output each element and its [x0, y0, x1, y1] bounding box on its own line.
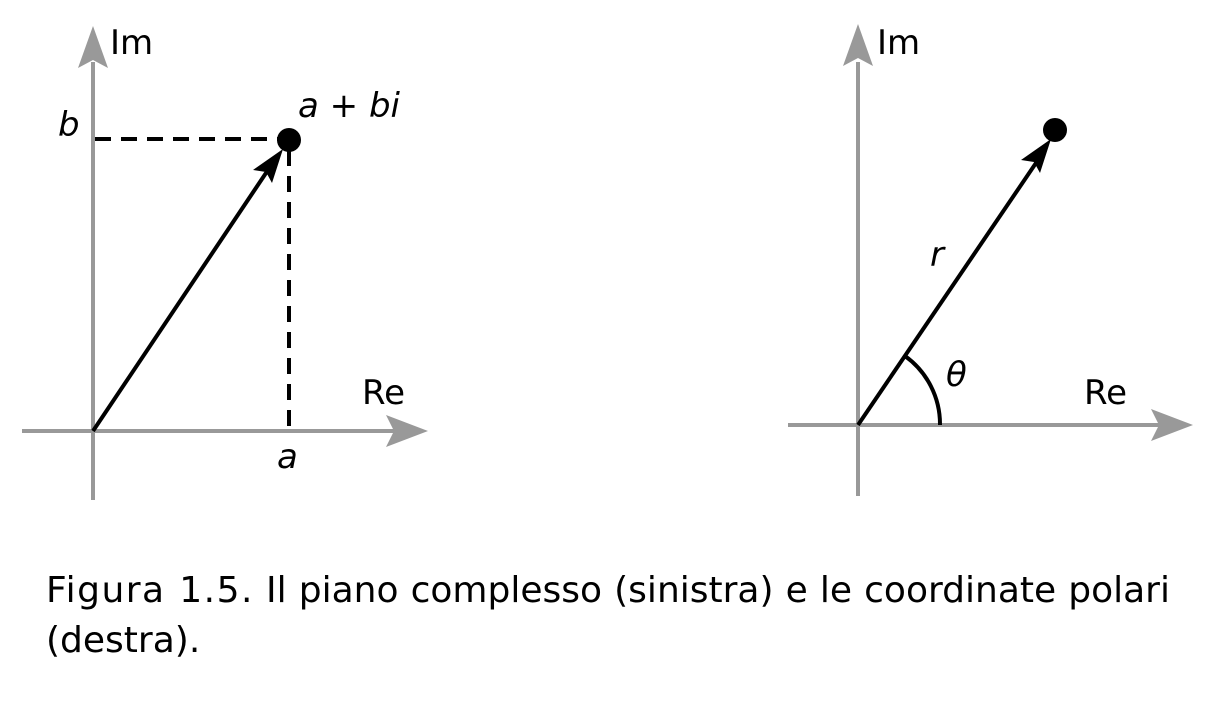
x-tick-label: a: [277, 437, 298, 477]
complex-vector: [91, 168, 270, 433]
left-axis-x-label: Re: [362, 373, 405, 413]
point-label: a + bi: [298, 86, 401, 126]
left-axis-y-label: Im: [110, 23, 153, 63]
angle-label: θ: [946, 355, 967, 395]
y-tick-label: b: [58, 105, 80, 145]
left-x-axis-arrowhead: [386, 415, 428, 447]
left-y-axis-arrowhead: [78, 26, 108, 68]
complex-plane-diagram: Im Re a + bi b a: [22, 23, 428, 500]
right-x-axis-arrowhead: [1151, 409, 1193, 441]
polar-vector: [856, 158, 1040, 427]
right-axis-x-label: Re: [1084, 373, 1127, 413]
radius-label: r: [930, 235, 946, 275]
figure-number: Figura 1.5.: [46, 570, 254, 611]
angle-arc: [903, 354, 943, 426]
figure-caption: Figura 1.5. Il piano complesso (sinistra…: [46, 566, 1170, 666]
complex-vector-arrowhead: [253, 149, 283, 183]
figure-caption-text: Il piano complesso (sinistra) e le coord…: [46, 570, 1170, 661]
right-y-axis-arrowhead: [843, 24, 873, 66]
polar-vector-arrowhead: [1021, 139, 1051, 173]
polar-point: [1043, 118, 1067, 142]
right-axis-y-label: Im: [877, 23, 920, 63]
complex-point: [277, 128, 301, 152]
polar-coordinates-diagram: Im Re r θ: [788, 23, 1193, 496]
